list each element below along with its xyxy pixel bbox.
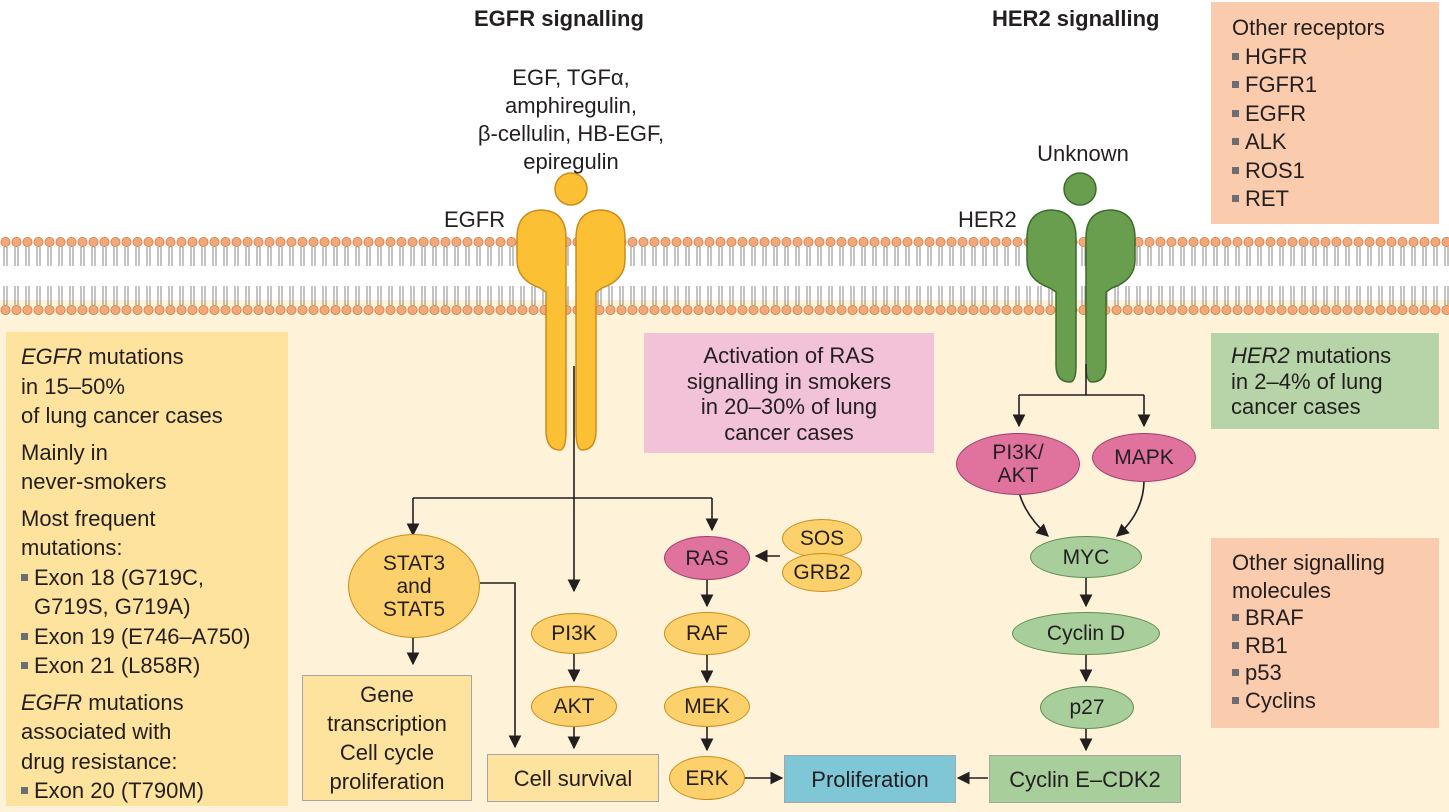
egfr-title: EGFR signalling — [474, 6, 644, 31]
cyclin-e-cdk2-box: Cyclin E–CDK2 — [989, 755, 1181, 803]
her2-receptor-label: HER2 — [958, 207, 1017, 232]
egfr-receptor-label: EGFR — [444, 207, 506, 232]
receptor-item: RET — [1232, 185, 1439, 214]
mek-node: MEK — [664, 686, 750, 727]
ras-activation-box: Activation of RAS signalling in smokers … — [644, 333, 934, 453]
molecule-item: Cyclins — [1232, 687, 1439, 715]
receptor-item: EGFR — [1232, 100, 1439, 129]
mapk-node: MAPK — [1092, 433, 1196, 482]
raf-node: RAF — [664, 612, 750, 655]
receptor-item: ALK — [1232, 128, 1439, 157]
receptor-item: HGFR — [1232, 43, 1439, 72]
ras-node: RAS — [664, 536, 750, 580]
grb2-node: GRB2 — [782, 553, 862, 592]
her2-arrows — [956, 364, 1151, 785]
egfr-gene-name: EGFR — [21, 344, 83, 369]
receptor-item: FGFR1 — [1232, 71, 1439, 100]
molecule-item: BRAF — [1232, 604, 1439, 632]
her2-title: HER2 signalling — [992, 6, 1160, 31]
egfr-arrows — [406, 366, 784, 785]
myc-node: MYC — [1030, 536, 1142, 578]
cell-survival-box: Cell survival — [487, 754, 659, 802]
pi3k-akt-node: PI3K/AKT — [956, 433, 1080, 495]
other-molecules-box: Other signalling molecules BRAF RB1 p53 … — [1211, 538, 1439, 728]
exon-item: Exon 21 (L858R) — [21, 651, 288, 681]
proliferation-box: Proliferation — [784, 755, 956, 803]
egfr-ligand — [554, 172, 588, 206]
egfr-mutations-box: EGFR mutations in 15–50% of lung cancer … — [6, 332, 288, 806]
resistance-item: Exon 20 (T790M) — [21, 776, 288, 806]
her2-ligand-label: Unknown — [1037, 141, 1129, 166]
egfr-ligands: EGF, TGFα, amphiregulin, β-cellulin, HB-… — [477, 65, 665, 174]
her2-mutations-box: HER2 mutations in 2–4% of lung cancer ca… — [1211, 333, 1439, 429]
molecule-item: p53 — [1232, 659, 1439, 687]
akt-node: AKT — [531, 686, 617, 727]
other-receptors-box: Other receptors HGFR FGFR1 EGFR ALK ROS1… — [1211, 2, 1439, 224]
erk-node: ERK — [669, 756, 745, 800]
p27-node: p27 — [1040, 686, 1134, 729]
her2-ligand — [1063, 172, 1097, 206]
her2-receptor — [1026, 209, 1136, 383]
cell-membrane — [0, 236, 1449, 316]
receptor-item: ROS1 — [1232, 157, 1439, 186]
egfr-receptor — [516, 209, 626, 451]
exon-item: Exon 19 (E746–A750) — [21, 622, 288, 652]
molecule-item: RB1 — [1232, 632, 1439, 660]
pi3k-node: PI3K — [531, 613, 617, 654]
other-receptors-heading: Other receptors — [1232, 15, 1385, 40]
cyclin-d-node: Cyclin D — [1012, 612, 1160, 655]
exon-item: Exon 18 (G719C, — [21, 563, 288, 593]
